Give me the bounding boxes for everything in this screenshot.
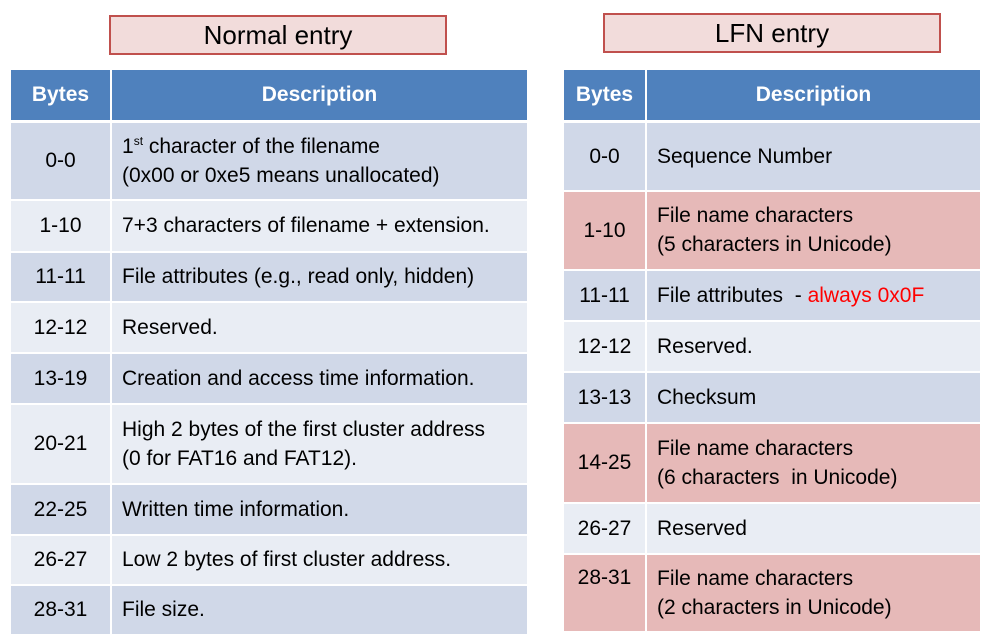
description-text: character of the filename — [143, 134, 380, 158]
table-header-row: Bytes Description — [11, 70, 527, 123]
bytes-cell: 11-11 — [564, 269, 646, 322]
description-text: (0x00 or 0xe5 means unallocated) — [122, 163, 440, 187]
bytes-cell: 1-10 — [564, 190, 646, 271]
normal-entry-title: Normal entry — [109, 15, 447, 55]
description-cell: Checksum — [645, 371, 980, 424]
description-cell: High 2 bytes of the first cluster addres… — [110, 403, 527, 485]
description-cell: Creation and access time information. — [110, 352, 527, 405]
attribute-value-highlight: always 0x0F — [807, 283, 925, 307]
bytes-cell: 1-10 — [11, 199, 111, 253]
table-row: 11-11 File attributes - always 0x0F — [564, 269, 980, 322]
description-text: 1 — [122, 134, 134, 158]
description-cell: File attributes - always 0x0F — [645, 269, 980, 322]
description-cell: Reserved. — [645, 320, 980, 373]
description-text: File name characters — [657, 436, 854, 460]
description-cell: File name characters (2 characters in Un… — [645, 553, 980, 633]
description-cell: File name characters (6 characters in Un… — [645, 422, 980, 504]
description-header: Description — [110, 70, 527, 123]
table-row: 0-0 1st character of the filename (0x00 … — [11, 121, 527, 201]
description-header: Description — [645, 70, 980, 123]
table-row: 20-21 High 2 bytes of the first cluster … — [11, 403, 527, 485]
bytes-cell: 13-19 — [11, 352, 111, 405]
table-row: 26-27 Low 2 bytes of first cluster addre… — [11, 534, 527, 586]
table-row: 13-13 Checksum — [564, 371, 980, 424]
table-row: 1-10 7+3 characters of filename + extens… — [11, 199, 527, 253]
table-row: 0-0 Sequence Number — [564, 121, 980, 192]
table-header-row: Bytes Description — [564, 70, 980, 123]
description-cell: Sequence Number — [645, 121, 980, 192]
bytes-cell: 0-0 — [11, 121, 111, 201]
description-text: (0 for FAT16 and FAT12). — [122, 446, 357, 470]
description-text: (5 characters in Unicode) — [657, 233, 892, 256]
table-row: 26-27 Reserved — [564, 502, 980, 555]
lfn-entry-table: Bytes Description 0-0 Sequence Number 1-… — [564, 70, 980, 633]
description-cell: File attributes (e.g., read only, hidden… — [110, 251, 527, 303]
description-text: File attributes - — [657, 283, 808, 307]
superscript-text: st — [133, 133, 144, 148]
description-cell: 7+3 characters of filename + extension. — [110, 199, 527, 253]
normal-entry-table: Bytes Description 0-0 1st character of t… — [11, 70, 527, 636]
bytes-cell: 13-13 — [564, 371, 646, 424]
table-row: 28-31 File size. — [11, 584, 527, 636]
description-text: File name characters — [657, 566, 854, 590]
lfn-entry-title: LFN entry — [603, 13, 941, 53]
table-row: 1-10 File name characters (5 characters … — [564, 190, 980, 271]
table-row: 12-12 Reserved. — [11, 301, 527, 354]
description-cell: 1st character of the filename (0x00 or 0… — [110, 121, 527, 201]
description-cell: Written time information. — [110, 483, 527, 536]
bytes-header: Bytes — [564, 70, 646, 123]
table-row: 28-31 File name characters (2 characters… — [564, 553, 980, 633]
table-row: 14-25 File name characters (6 characters… — [564, 422, 980, 504]
bytes-cell: 28-31 — [11, 584, 111, 636]
description-cell: Reserved. — [110, 301, 527, 354]
bytes-cell: 14-25 — [564, 422, 646, 504]
bytes-cell: 12-12 — [11, 301, 111, 354]
bytes-cell: 26-27 — [564, 502, 646, 555]
bytes-cell: 22-25 — [11, 483, 111, 536]
description-text: File name characters — [657, 204, 854, 227]
bytes-cell: 26-27 — [11, 534, 111, 586]
description-cell: File size. — [110, 584, 527, 636]
description-text: (6 characters in Unicode) — [657, 465, 898, 489]
description-cell: Low 2 bytes of first cluster address. — [110, 534, 527, 586]
bytes-cell: 11-11 — [11, 251, 111, 303]
description-text: (2 characters in Unicode) — [657, 595, 892, 619]
bytes-cell: 0-0 — [564, 121, 646, 192]
table-row: 11-11 File attributes (e.g., read only, … — [11, 251, 527, 303]
description-text: High 2 bytes of the first cluster addres… — [122, 417, 485, 441]
table-row: 22-25 Written time information. — [11, 483, 527, 536]
bytes-cell: 12-12 — [564, 320, 646, 373]
description-cell: File name characters (5 characters in Un… — [645, 190, 980, 271]
description-cell: Reserved — [645, 502, 980, 555]
bytes-cell: 28-31 — [564, 553, 646, 633]
table-row: 12-12 Reserved. — [564, 320, 980, 373]
bytes-header: Bytes — [11, 70, 111, 123]
bytes-cell: 20-21 — [11, 403, 111, 485]
table-row: 13-19 Creation and access time informati… — [11, 352, 527, 405]
